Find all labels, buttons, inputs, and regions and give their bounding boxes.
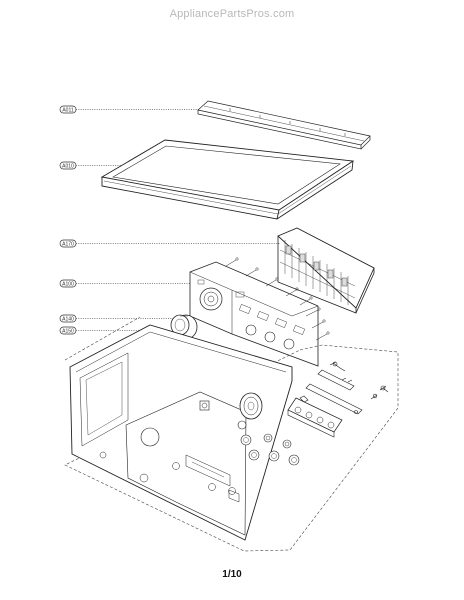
small-connector — [199, 400, 210, 411]
button-rings — [237, 420, 300, 466]
watermark: AppliancePartsPros.com — [169, 8, 295, 20]
button-strip — [287, 397, 343, 438]
control-panel — [69, 324, 293, 541]
callout-label: A011 — [62, 108, 74, 114]
control-pcb-assembly — [189, 257, 330, 367]
assembly-boundary — [64, 316, 399, 552]
dial-knob — [170, 314, 198, 340]
callout-a011: A011 — [59, 105, 200, 114]
top-plate — [100, 139, 355, 220]
top-rail-bracket — [197, 100, 371, 150]
callout-a170: A170 — [59, 239, 280, 248]
callout-label: A170 — [62, 242, 74, 248]
side-rails-and-screws — [299, 361, 389, 415]
callout-label: A150 — [62, 329, 74, 335]
callout-a010: A010 — [59, 161, 152, 170]
page-number: 1/10 — [222, 569, 242, 580]
callout-a140: A140 — [59, 314, 175, 323]
callout-label: A140 — [62, 317, 74, 323]
callout-a150: A150 — [59, 326, 150, 335]
callout-label: A100 — [62, 282, 74, 288]
callout-label: A010 — [62, 164, 74, 170]
vented-cover — [277, 227, 375, 314]
large-dial-ring — [239, 392, 263, 420]
callout-a100: A100 — [59, 279, 195, 288]
